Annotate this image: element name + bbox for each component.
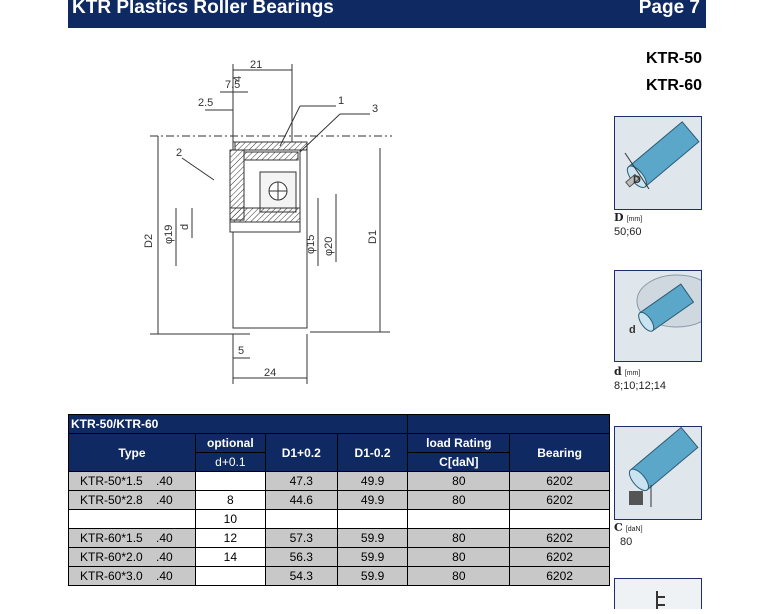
callout-3: 3 <box>372 103 378 115</box>
page-number: Page 7 <box>638 0 700 18</box>
load-rating-icon <box>614 426 702 520</box>
cell-optional <box>194 471 266 491</box>
cell-bearing: 6202 <box>509 547 610 567</box>
svg-text:d: d <box>629 324 636 336</box>
cell-type: KTR-60*2.0 .40 <box>68 547 196 567</box>
header-d1-minus: D1-0.2 <box>336 433 409 472</box>
table-row: KTR-60*2.0 .40 14 56.3 59.9 80 6202 <box>68 547 610 567</box>
cell-load: 80 <box>407 528 511 548</box>
dim-24: 24 <box>264 367 276 379</box>
cell-bearing: 6202 <box>509 490 610 510</box>
table-row: KTR-60*1.5 .40 12 57.3 59.9 80 6202 <box>68 528 610 548</box>
dim-5: 5 <box>238 345 244 357</box>
header-optional-sub: d+0.1 <box>194 452 266 472</box>
model-label-ktr50: KTR-50 <box>645 50 702 67</box>
dim-4: 4 <box>232 76 244 82</box>
cell-optional: 14 <box>194 547 266 567</box>
cell-optional <box>194 566 266 586</box>
cell-type <box>68 509 196 529</box>
roller-diameter-D-icon: D <box>614 116 702 210</box>
cell-bearing: 6202 <box>509 566 610 586</box>
header-optional: optional <box>194 433 266 453</box>
table-row: KTR-50*1.5 .40 47.3 49.9 80 6202 <box>68 471 610 491</box>
drawing-lines <box>150 64 392 384</box>
cell-bearing: 6202 <box>509 528 610 548</box>
cell-d1-plus: 47.3 <box>264 471 338 491</box>
header-load-rating: load Rating <box>407 433 511 453</box>
table-row: KTR-60*3.0 .40 54.3 59.9 80 6202 <box>68 566 610 586</box>
side-label-d: d [mm] 8;10;12;14 <box>614 365 666 393</box>
cell-d1-minus: 59.9 <box>336 566 409 586</box>
dim-2-5: 2.5 <box>198 97 213 109</box>
cell-load: 80 <box>407 566 511 586</box>
callout-1: 1 <box>338 95 344 107</box>
cell-d1-plus: 56.3 <box>264 547 338 567</box>
cell-load: 80 <box>407 471 511 491</box>
dim-phi19: φ19 <box>163 225 175 244</box>
header-type: Type <box>68 433 196 472</box>
header-bearing: Bearing <box>509 433 610 472</box>
cell-d1-plus <box>264 509 338 529</box>
svg-text:D: D <box>633 174 641 186</box>
cell-bearing <box>509 509 610 529</box>
dim-phi20: φ20 <box>323 237 335 256</box>
header-load-sub: C[daN] <box>407 452 511 472</box>
table-caption: KTR-50/KTR-60 <box>67 414 409 434</box>
cell-optional: 8 <box>194 490 266 510</box>
page-header: KTR Plastics Roller Bearings Page 7 <box>68 0 706 28</box>
cell-d1-minus: 59.9 <box>336 547 409 567</box>
cell-d1-minus: 49.9 <box>336 490 409 510</box>
cell-optional: 12 <box>194 528 266 548</box>
side-label-D: D [mm] 50;60 <box>614 211 643 239</box>
model-label-ktr60: KTR-60 <box>645 77 702 94</box>
roller-technical-drawing: 21 7.5 4 2.5 1 3 2 D2 φ19 d φ15 φ20 D1 5… <box>143 59 392 384</box>
spec-table: KTR-50/KTR-60 Type optional D1+0.2 D1-0.… <box>67 414 610 586</box>
dim-d: d <box>179 224 191 230</box>
cell-d1-plus: 57.3 <box>264 528 338 548</box>
table-row: KTR-50*2.8 .40 8 44.6 49.9 80 6202 <box>68 490 610 510</box>
next-figure-icon <box>614 578 702 609</box>
header-d1-plus: D1+0.2 <box>264 433 338 472</box>
side-label-C: C [daN] 80 <box>614 521 643 549</box>
cell-type: KTR-50*2.8 .40 <box>68 490 196 510</box>
table-row: 10 <box>68 509 610 529</box>
cell-d1-minus <box>336 509 409 529</box>
cell-type: KTR-50*1.5 .40 <box>68 471 196 491</box>
cell-d1-minus: 49.9 <box>336 471 409 491</box>
cell-load <box>407 509 511 529</box>
dim-phi15: φ15 <box>305 235 317 254</box>
dim-7-5: 7.5 <box>225 79 240 91</box>
cell-load: 80 <box>407 547 511 567</box>
cell-type: KTR-60*1.5 .40 <box>68 528 196 548</box>
cell-type: KTR-60*3.0 .40 <box>68 566 196 586</box>
dim-D1: D1 <box>367 230 379 244</box>
cell-load: 80 <box>407 490 511 510</box>
cell-d1-minus: 59.9 <box>336 528 409 548</box>
page-title: KTR Plastics Roller Bearings <box>72 0 334 18</box>
shaft-diameter-d-icon: d <box>614 270 718 362</box>
cell-optional: 10 <box>194 509 266 529</box>
cell-bearing: 6202 <box>509 471 610 491</box>
cell-d1-plus: 44.6 <box>264 490 338 510</box>
cell-d1-plus: 54.3 <box>264 566 338 586</box>
dim-D2: D2 <box>143 234 155 248</box>
callout-2: 2 <box>176 147 182 159</box>
dim-21: 21 <box>250 59 262 71</box>
